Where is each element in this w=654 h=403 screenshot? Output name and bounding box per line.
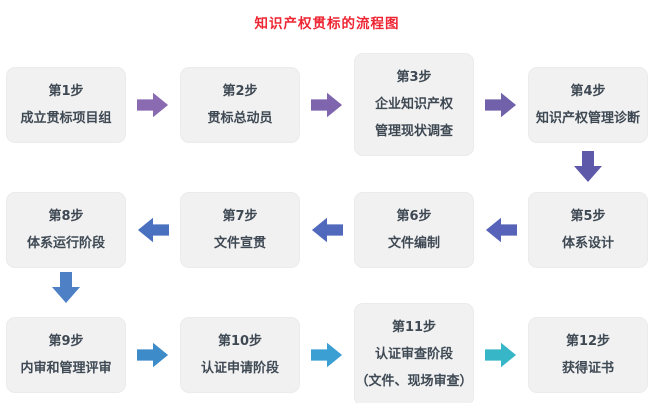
- step-box-11: 第11步 认证审查阶段 （文件、现场审查）: [354, 303, 474, 403]
- step-box-3: 第3步 企业知识产权 管理现状调查: [354, 53, 474, 156]
- step-box-1: 第1步 成立贯标项目组: [6, 66, 126, 143]
- step-label: 体系设计: [561, 236, 614, 251]
- step-label: 文件宣贯: [213, 236, 266, 251]
- step-label: 内审和管理评审: [20, 360, 112, 376]
- step-label: 认证审查阶段: [374, 347, 453, 362]
- down-arrow-icon: [574, 151, 602, 182]
- step-number: 第1步: [48, 83, 84, 99]
- left-arrow-icon: [485, 217, 517, 243]
- step-number: 第7步: [222, 209, 258, 224]
- down-arrow-icon: [52, 272, 80, 303]
- right-arrow-icon: [485, 342, 517, 367]
- step-number: 第4步: [570, 83, 606, 99]
- step-number: 第5步: [570, 209, 606, 224]
- step-label: 文件编制: [387, 236, 440, 251]
- step-number: 第6步: [396, 209, 432, 224]
- right-arrow-icon: [137, 92, 169, 117]
- step-number: 第12步: [565, 333, 611, 349]
- right-arrow-icon: [311, 342, 343, 367]
- right-arrow-icon: [311, 92, 343, 117]
- step-box-2: 第2步 贯标总动员: [180, 66, 300, 143]
- step-number: 第3步: [396, 70, 432, 85]
- step-label: （文件、现场审查）: [355, 374, 473, 389]
- step-number: 第8步: [48, 209, 84, 224]
- right-arrow-icon: [137, 342, 169, 367]
- step-box-7: 第7步 文件宣贯: [180, 192, 300, 268]
- left-arrow-icon: [137, 217, 169, 243]
- step-box-8: 第8步 体系运行阶段: [6, 192, 126, 268]
- step-label: 成立贯标项目组: [20, 110, 112, 126]
- step-number: 第10步: [217, 333, 263, 349]
- right-arrow-icon: [485, 92, 517, 117]
- step-box-6: 第6步 文件编制: [354, 192, 474, 268]
- step-number: 第2步: [222, 83, 258, 99]
- step-number: 第11步: [391, 320, 437, 335]
- flow-row-1: 第1步 成立贯标项目组 第2步 贯标总动员 第3步 企业知识产权 管理现状调查 …: [6, 52, 648, 157]
- page-title: 知识产权贯标的流程图: [254, 16, 400, 32]
- step-label: 企业知识产权: [374, 97, 453, 112]
- step-label: 体系运行阶段: [26, 236, 105, 251]
- step-label: 管理现状调查: [374, 124, 453, 139]
- step-box-4: 第4步 知识产权管理诊断: [528, 66, 648, 143]
- step-label: 获得证书: [561, 360, 614, 376]
- flow-row-2: 第8步 体系运行阶段 第7步 文件宣贯 第6步 文件编制 第5步 体系设计: [6, 186, 648, 274]
- step-box-9: 第9步 内审和管理评审: [6, 316, 126, 393]
- step-box-5: 第5步 体系设计: [528, 192, 648, 268]
- step-label: 认证申请阶段: [200, 360, 279, 376]
- step-label: 贯标总动员: [207, 110, 273, 126]
- step-number: 第9步: [48, 333, 84, 349]
- step-box-12: 第12步 获得证书: [528, 316, 648, 393]
- step-label: 知识产权管理诊断: [535, 110, 640, 126]
- flow-row-3: 第9步 内审和管理评审 第10步 认证申请阶段 第11步 认证审查阶段 （文件、…: [6, 303, 648, 403]
- step-box-10: 第10步 认证申请阶段: [180, 316, 300, 393]
- left-arrow-icon: [311, 217, 343, 243]
